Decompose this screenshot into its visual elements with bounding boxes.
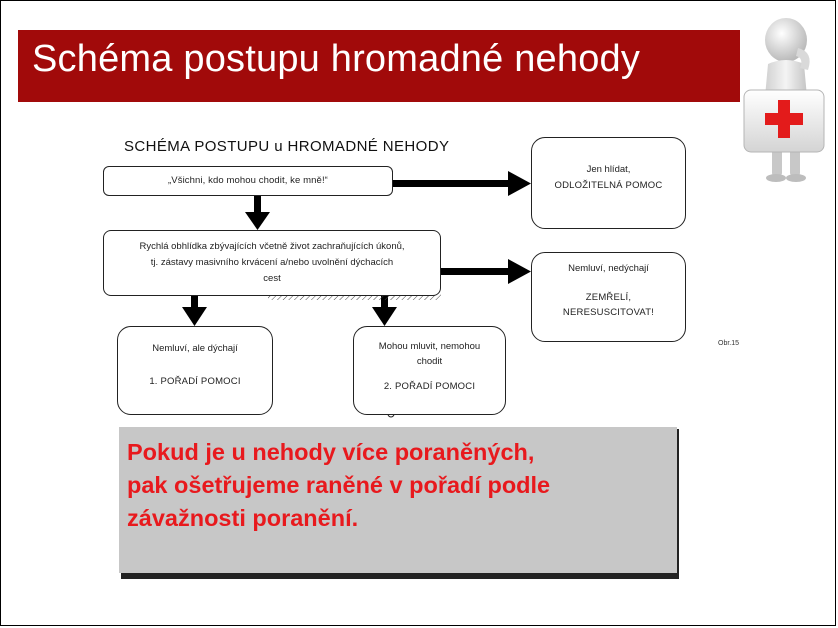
arrow-to-priority1 [191,296,198,310]
walking-line1: Jen hlídat, [586,164,631,175]
callout-line1: Pokud je u nehody více poraněných, [127,439,535,465]
dead-line3: NERESUSCITOVAT! [562,307,655,318]
arrow-to-walking [393,180,511,187]
priority2-line1: Mohou mluvit, nemohou [378,341,481,352]
callout-box [119,427,677,573]
priority1-box: Nemluví, ale dýchají 1. POŘADÍ POMOCI [117,326,273,415]
first-aid-figure-icon [738,8,828,188]
assessment-line3: cest [263,273,281,284]
figure-reference: Obr.15 [718,340,740,347]
slide-title: Schéma postupu hromadné nehody [32,38,641,80]
start-box: „Všichni, kdo mohou chodit, ke mně!“ [103,166,393,196]
dead-line1: Nemluví, nedýchají [568,263,649,274]
assessment-line1: Rychlá obhlídka zbývajících včetně život… [139,241,405,252]
callout-line3: závažnosti poranění. [127,505,359,531]
start-box-text: „Všichni, kdo mohou chodit, ke mně!“ [168,175,328,186]
priority2-line2: chodit [416,356,443,367]
title-bar [18,30,740,102]
callout-line2: pak ošetřujeme raněné v pořadí podle [127,472,551,498]
priority1-line1: Nemluví, ale dýchají [152,343,238,354]
walking-line2: ODLOŽITELNÁ POMOC [554,180,663,191]
hatch-band [268,292,441,300]
assessment-box: Rychlá obhlídka zbývajících včetně život… [103,230,441,296]
dead-line2: ZEMŘELÍ, [585,292,632,303]
priority2-line3: 2. POŘADÍ POMOCI [383,381,476,392]
priority1-line2: 1. POŘADÍ POMOCI [149,376,241,387]
arrow-to-assessment [254,196,261,214]
arrow-to-priority2 [381,296,388,310]
dead-box: Nemluví, nedýchají ZEMŘELÍ, NERESUSCITOV… [531,252,686,342]
callout-text: Pokud je u nehody více poraněných, pak o… [127,436,667,535]
assessment-line2: tj. zástavy masivního krvácení a/nebo uv… [150,257,394,268]
priority2-box: Mohou mluvit, nemohou chodit 2. POŘADÍ P… [353,326,506,415]
arrow-to-dead [441,268,511,275]
walking-box: Jen hlídat, ODLOŽITELNÁ POMOC [531,137,686,229]
diagram-heading: SCHÉMA POSTUPU u HROMADNÉ NEHODY [124,138,450,155]
